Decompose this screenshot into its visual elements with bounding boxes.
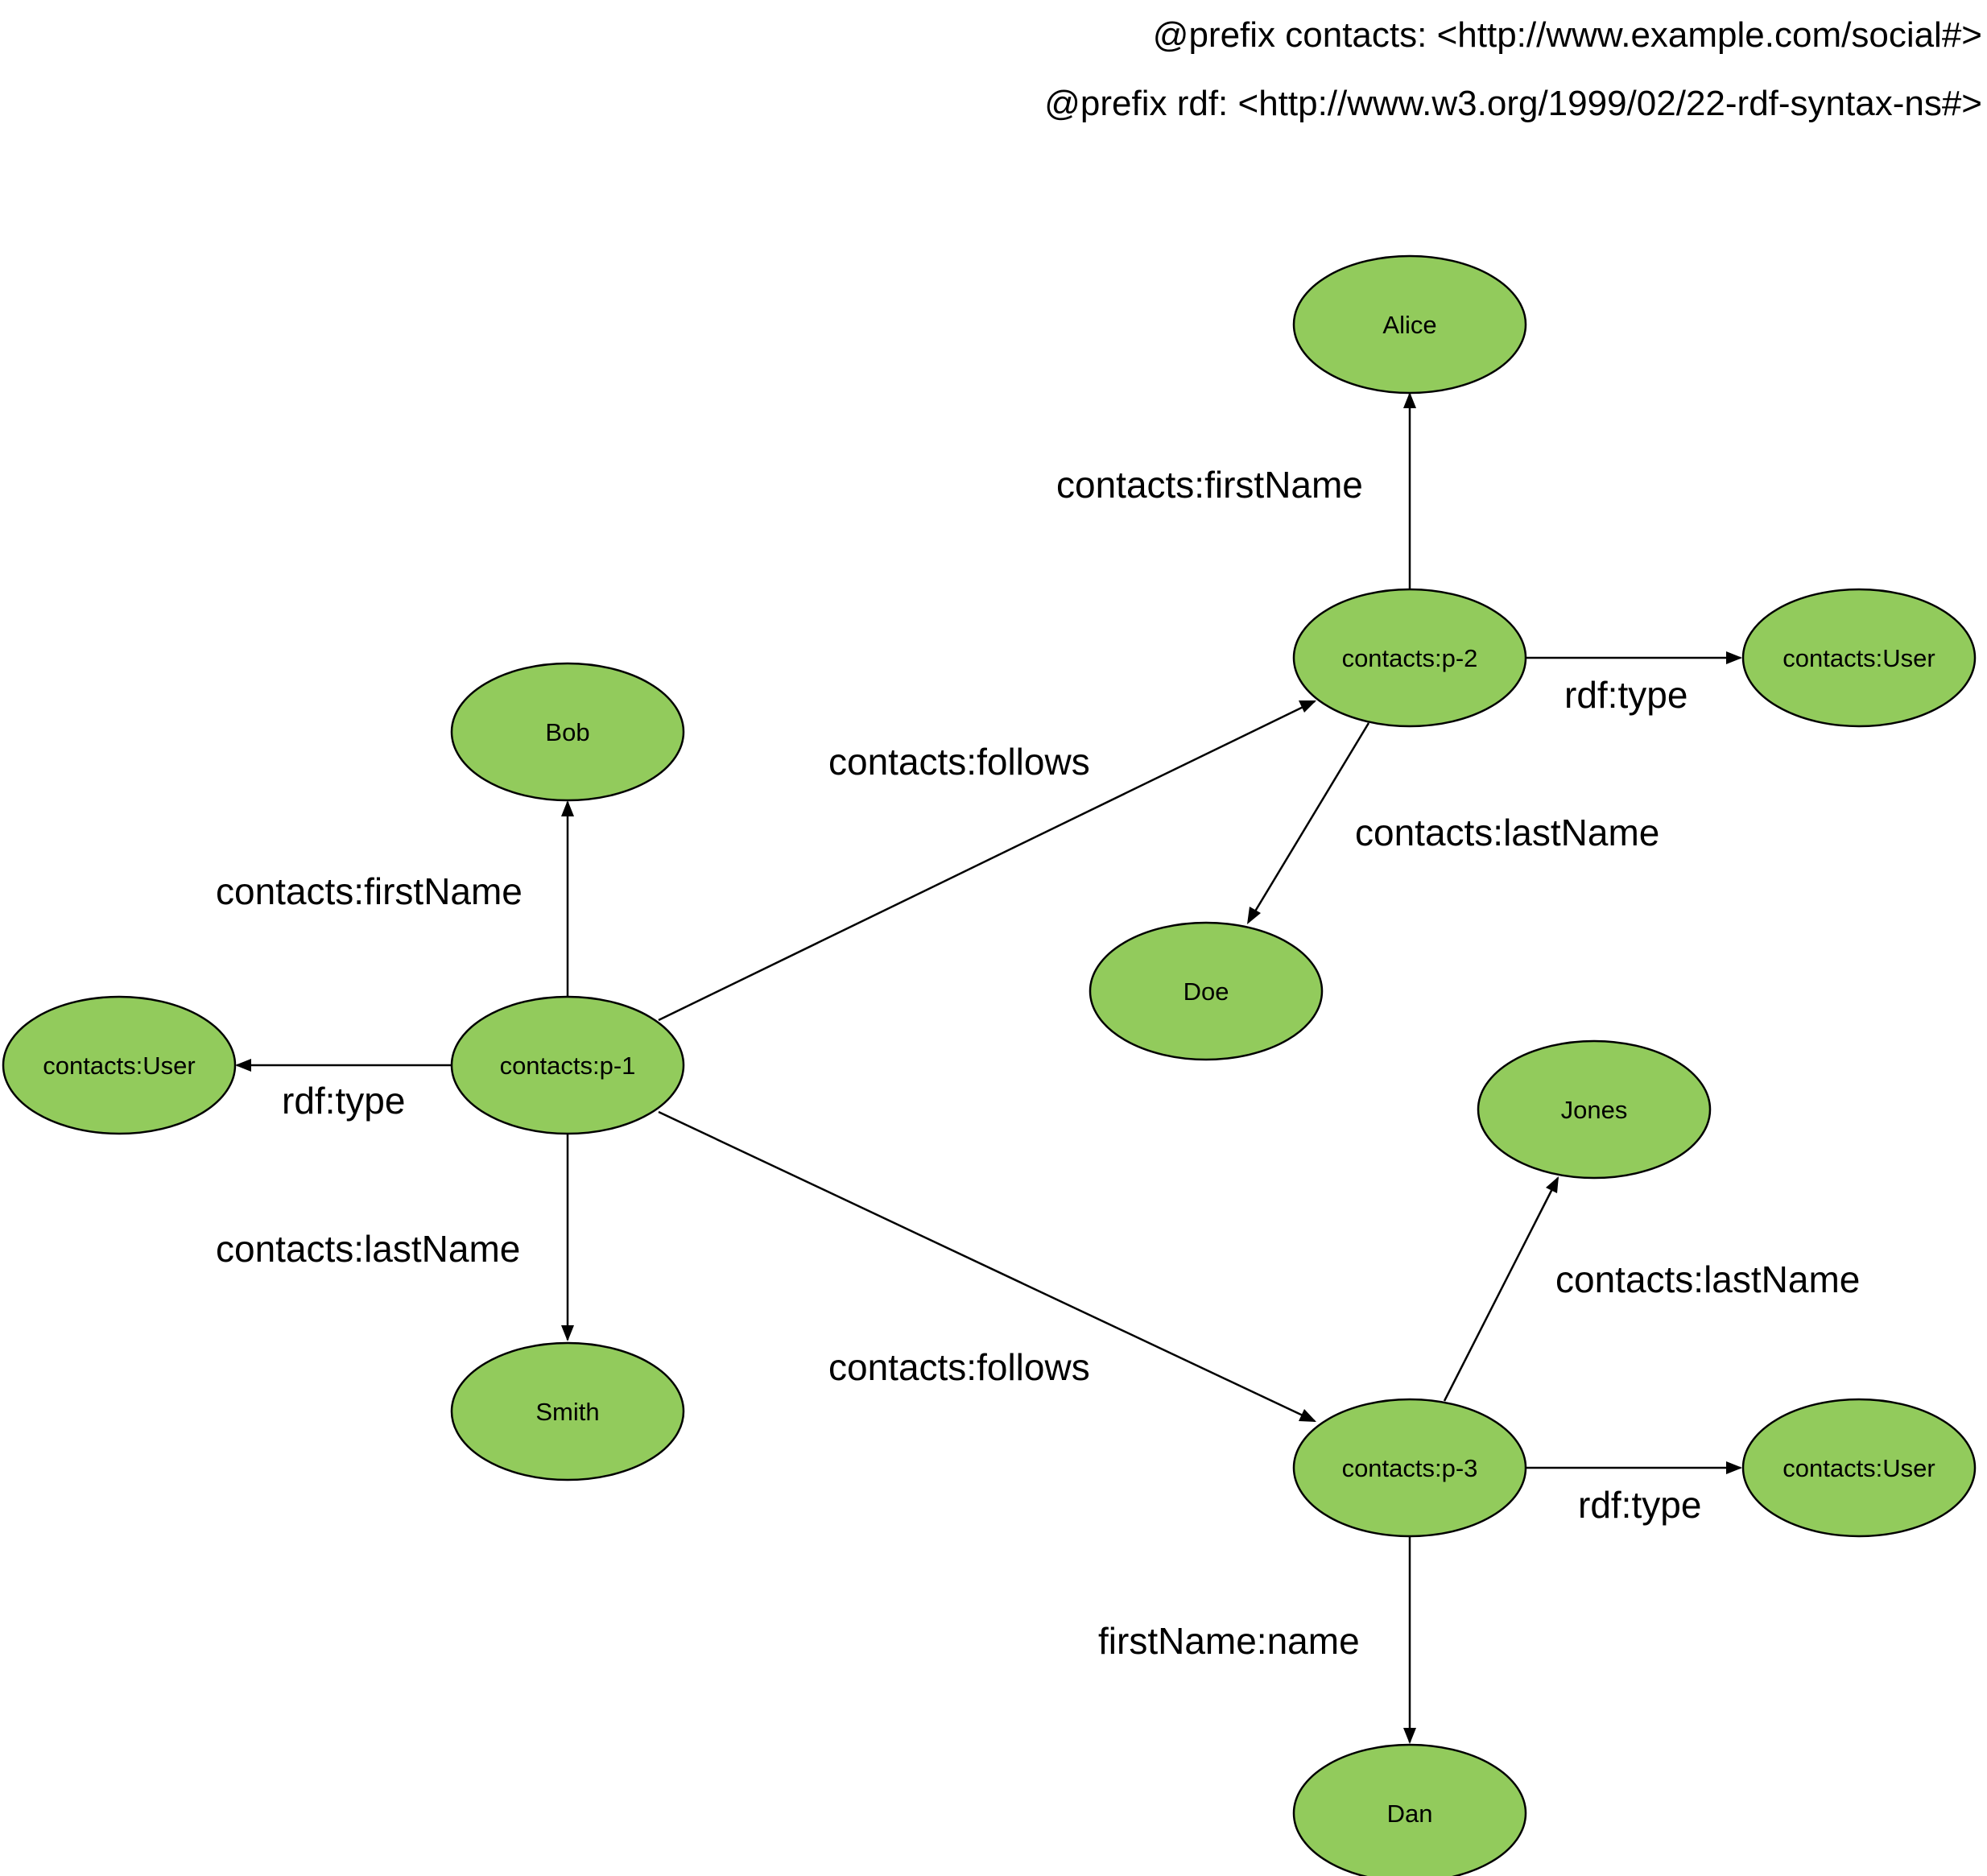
node-doe[interactable]: Doe — [1089, 921, 1324, 1061]
node-user1-label: contacts:User — [43, 1052, 196, 1080]
node-alice[interactable]: Alice — [1292, 254, 1527, 395]
node-bob-shape — [450, 662, 685, 802]
node-p1[interactable]: contacts:p-1 — [450, 995, 685, 1135]
node-user3-shape — [1741, 1398, 1977, 1538]
edge-label-p1-follows-p3: contacts:follows — [828, 1346, 1090, 1388]
edge-label-p3-type: rdf:type — [1578, 1484, 1701, 1526]
edge-p2-lastname-doe — [1247, 722, 1370, 923]
arrowhead-doe — [1247, 907, 1261, 924]
edge-label-p1-type: rdf:type — [282, 1080, 405, 1122]
arrowhead-p3 — [1299, 1409, 1316, 1422]
node-p3-label: contacts:p-3 — [1342, 1454, 1478, 1482]
node-smith-shape — [450, 1341, 685, 1481]
node-user3[interactable]: contacts:User — [1741, 1398, 1977, 1538]
node-user2[interactable]: contacts:User — [1741, 588, 1977, 728]
edges: contacts:firstName rdf:type contacts:las… — [216, 392, 1860, 1744]
arrowhead-alice — [1403, 392, 1416, 408]
prefix-contacts: @prefix contacts: <http://www.example.co… — [1153, 15, 1982, 55]
edge-label-p1-lastname: contacts:lastName — [216, 1228, 520, 1270]
arrowhead-dan — [1403, 1728, 1416, 1744]
edge-label-p1-firstname: contacts:firstName — [216, 870, 523, 912]
node-p1-label: contacts:p-1 — [500, 1052, 636, 1080]
node-p2-shape — [1292, 588, 1527, 728]
node-jones-shape — [1477, 1039, 1712, 1180]
prefix-rdf: @prefix rdf: <http://www.w3.org/1999/02/… — [1044, 84, 1982, 123]
edge-p1-follows-p2 — [658, 700, 1316, 1022]
node-p2[interactable]: contacts:p-2 — [1292, 588, 1527, 728]
arrowhead-p2 — [1299, 700, 1316, 713]
edge-label-p3-firstname: firstName:name — [1098, 1620, 1360, 1662]
node-dan-shape — [1292, 1743, 1527, 1876]
node-user2-label: contacts:User — [1783, 644, 1935, 672]
node-user1[interactable]: contacts:User — [2, 995, 237, 1135]
node-user1-shape — [2, 995, 237, 1135]
node-doe-shape — [1089, 921, 1324, 1061]
arrowhead-jones — [1546, 1176, 1559, 1193]
node-user3-label: contacts:User — [1783, 1454, 1935, 1482]
node-bob-label: Bob — [545, 718, 589, 746]
node-dan-label: Dan — [1387, 1800, 1433, 1828]
edge-label-p3-lastname: contacts:lastName — [1555, 1258, 1860, 1300]
nodes: contacts:p-1 Bob contacts:User Smith con… — [2, 254, 1977, 1876]
prefix-header: @prefix contacts: <http://www.example.co… — [1044, 15, 1982, 123]
node-doe-label: Doe — [1184, 977, 1229, 1006]
edge-label-p2-firstname: contacts:firstName — [1056, 464, 1363, 506]
arrowhead-bob — [561, 800, 574, 816]
node-p3[interactable]: contacts:p-3 — [1292, 1398, 1527, 1538]
node-smith-label: Smith — [535, 1398, 599, 1426]
arrowhead-user1 — [235, 1059, 251, 1072]
edge-label-p2-type: rdf:type — [1564, 674, 1688, 716]
node-jones[interactable]: Jones — [1477, 1039, 1712, 1180]
node-bob[interactable]: Bob — [450, 662, 685, 802]
node-p1-shape — [450, 995, 685, 1135]
node-alice-shape — [1292, 254, 1527, 395]
arrowhead-smith — [561, 1325, 574, 1341]
edge-p3-lastname-jones — [1443, 1177, 1559, 1402]
node-smith[interactable]: Smith — [450, 1341, 685, 1481]
edge-label-p1-follows-p2: contacts:follows — [828, 741, 1090, 783]
node-p3-shape — [1292, 1398, 1527, 1538]
node-user2-shape — [1741, 588, 1977, 728]
node-alice-label: Alice — [1382, 311, 1436, 339]
arrowhead-user3 — [1726, 1461, 1742, 1474]
node-p2-label: contacts:p-2 — [1342, 644, 1478, 672]
node-dan[interactable]: Dan — [1292, 1743, 1527, 1876]
node-jones-label: Jones — [1561, 1096, 1628, 1124]
edge-label-p2-lastname: contacts:lastName — [1355, 812, 1659, 853]
arrowhead-user2 — [1726, 651, 1742, 664]
edge-p1-follows-p3 — [658, 1110, 1316, 1423]
